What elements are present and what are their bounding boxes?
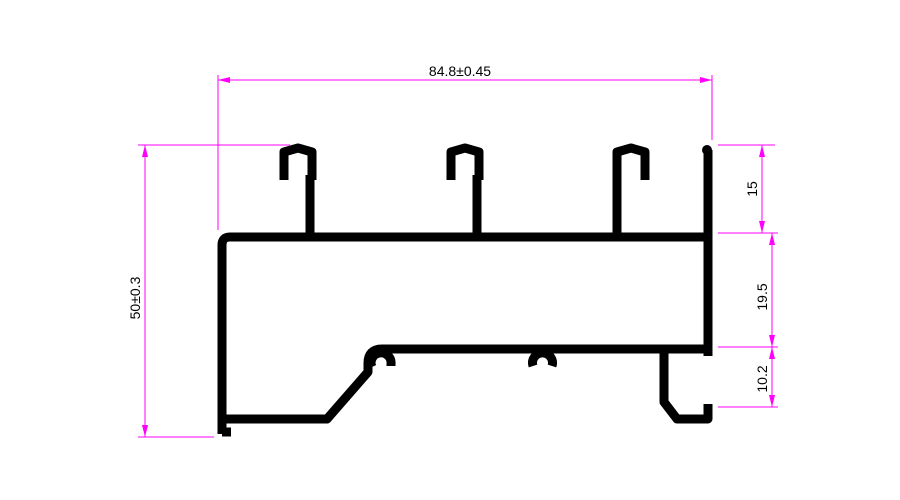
dimension-label: 19.5 xyxy=(754,283,770,310)
aluminium-profile-section xyxy=(217,143,713,437)
top-hook xyxy=(279,143,317,237)
dimension-overall-height: 50±0.3 xyxy=(127,144,290,438)
dimension-overall-width: 84.8±0.45 xyxy=(217,63,713,230)
top-hook xyxy=(446,143,484,237)
dimension-label: 50±0.3 xyxy=(127,276,143,319)
top-hook xyxy=(612,143,650,237)
dimension-label: 15 xyxy=(744,181,760,197)
dimension-label: 84.8±0.45 xyxy=(429,63,491,79)
dimension-right-stack: 15 19.5 10.2 xyxy=(718,144,778,408)
dimension-label: 10.2 xyxy=(754,365,770,392)
